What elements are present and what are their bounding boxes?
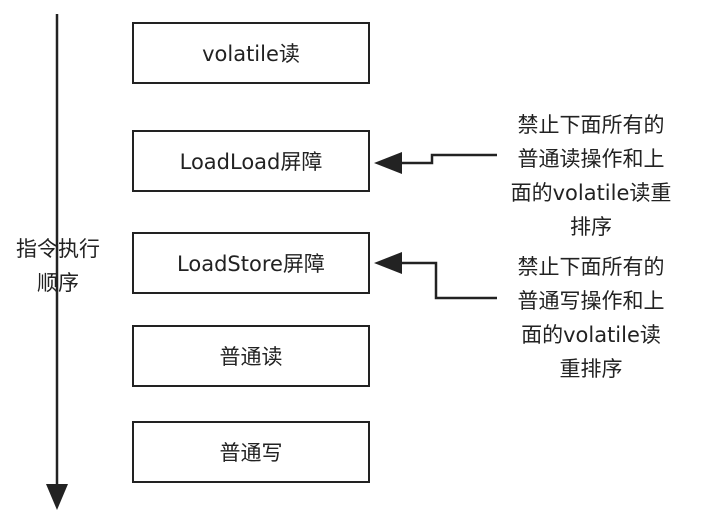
execution-order-label: 指令执行 顺序 [16, 237, 100, 295]
loadstore-note-connector [400, 261, 497, 300]
loadstore-barrier-label: LoadStore屏障 [177, 252, 325, 276]
order-axis-arrowhead [46, 484, 68, 510]
loadstore-barrier-box: LoadStore屏障 [132, 232, 370, 294]
loadload-note-connector [398, 153, 497, 165]
volatile-read-box: volatile读 [132, 22, 370, 84]
normal-read-label: 普通读 [219, 345, 283, 369]
loadload-arrowhead [374, 152, 402, 174]
loadload-barrier-box: LoadLoad屏障 [132, 130, 370, 192]
normal-write-label: 普通写 [219, 441, 283, 465]
normal-read-box: 普通读 [132, 325, 370, 387]
volatile-read-label: volatile读 [202, 42, 300, 66]
loadload-barrier-label: LoadLoad屏障 [179, 150, 323, 174]
loadload-note: 禁止下面所有的 普通读操作和上 面的volatile读重 排序 [510, 113, 672, 239]
loadstore-arrowhead [374, 252, 402, 274]
loadstore-note: 禁止下面所有的 普通写操作和上 面的volatile读 重排序 [517, 255, 665, 381]
normal-write-box: 普通写 [132, 421, 370, 483]
